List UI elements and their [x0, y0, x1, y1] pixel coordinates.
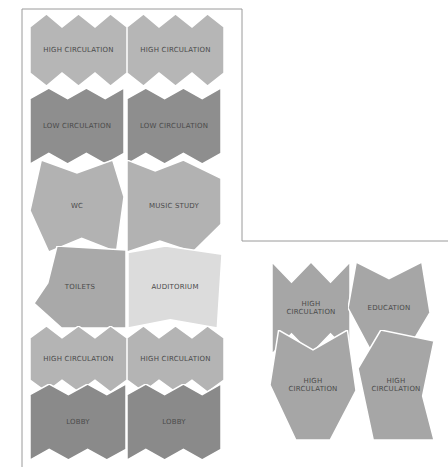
- piece-shape: [127, 88, 221, 164]
- piece-shape: [30, 88, 124, 164]
- zone-label: LOW CIRCULATION: [43, 122, 111, 130]
- zone-label: HIGH CIRCULATION: [140, 355, 210, 363]
- piece-shape: [127, 326, 224, 392]
- zone-label: EDUCATION: [368, 304, 411, 312]
- zone-piece: LOBBY: [30, 384, 126, 460]
- zone-label: TOILETS: [65, 283, 95, 291]
- frame-line: [22, 9, 448, 467]
- zone-piece: LOW CIRCULATION: [30, 88, 124, 164]
- zone-piece: TOILETS: [34, 246, 126, 328]
- piece-shape: [127, 384, 221, 460]
- zone-piece: HIGH CIRCULATION: [270, 330, 356, 440]
- zone-label: LOW CIRCULATION: [140, 122, 208, 130]
- zone-label: HIGH CIRCULATION: [367, 377, 425, 393]
- piece-shape: [34, 246, 126, 328]
- zone-piece: LOW CIRCULATION: [127, 88, 221, 164]
- zone-label: LOBBY: [66, 418, 90, 426]
- piece-shape: [270, 330, 356, 440]
- zone-label: WC: [71, 202, 83, 210]
- zone-piece: HIGH CIRCULATION: [30, 14, 127, 86]
- zone-label: AUDITORIUM: [151, 283, 198, 291]
- piece-shape: [358, 330, 434, 440]
- piece-shape: [30, 160, 124, 252]
- zone-label: MUSIC STUDY: [149, 202, 199, 210]
- piece-shape: [127, 160, 221, 252]
- zone-piece: HIGH CIRCULATION: [358, 330, 434, 440]
- zone-piece: LOBBY: [127, 384, 221, 460]
- piece-shape: [127, 14, 224, 86]
- piece-shape: [30, 384, 126, 460]
- zone-label: HIGH CIRCULATION: [281, 300, 340, 316]
- zone-piece: WC: [30, 160, 124, 252]
- zone-piece: HIGH CIRCULATION: [127, 14, 224, 86]
- zone-piece: AUDITORIUM: [128, 246, 222, 328]
- piece-shape: [30, 14, 127, 86]
- zone-piece: HIGH CIRCULATION: [30, 326, 127, 392]
- zone-label: LOBBY: [162, 418, 186, 426]
- zone-piece: MUSIC STUDY: [127, 160, 221, 252]
- zone-label: HIGH CIRCULATION: [140, 46, 210, 54]
- zone-label: HIGH CIRCULATION: [43, 355, 113, 363]
- zone-label: HIGH CIRCULATION: [280, 377, 345, 393]
- piece-shape: [128, 246, 222, 328]
- zone-piece: HIGH CIRCULATION: [127, 326, 224, 392]
- zone-label: HIGH CIRCULATION: [43, 46, 113, 54]
- piece-shape: [30, 326, 127, 392]
